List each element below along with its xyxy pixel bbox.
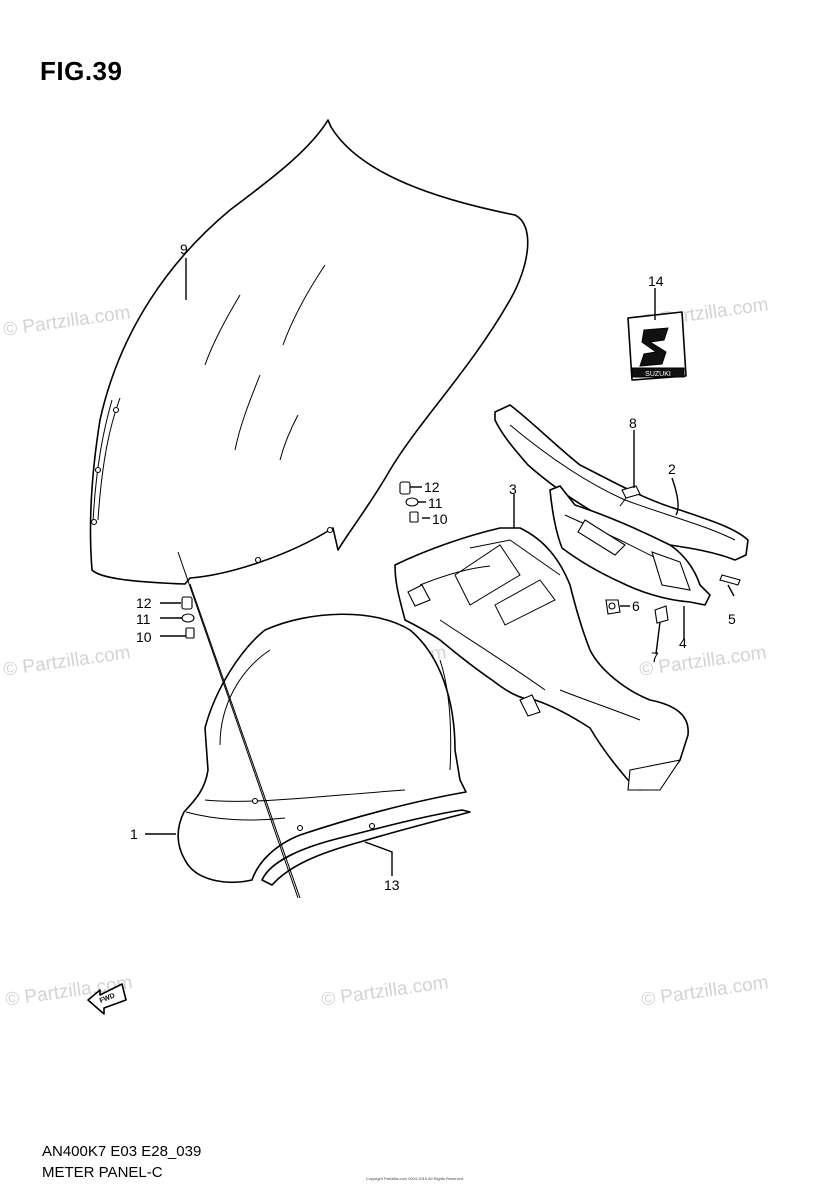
figure-title: FIG.39 bbox=[40, 56, 123, 86]
meter-panel-front-cover bbox=[177, 613, 467, 883]
screw-8 bbox=[619, 485, 641, 507]
clip-6 bbox=[605, 599, 621, 615]
callout-1: 1 bbox=[130, 826, 138, 842]
inner-meter-panel bbox=[394, 527, 689, 791]
diagram-code: AN400K7 E03 E28_039 bbox=[42, 1143, 202, 1160]
callout-6: 6 bbox=[632, 598, 640, 614]
callout-12-left: 12 bbox=[136, 595, 152, 611]
emblem-badge: SUZUKI bbox=[627, 311, 687, 381]
badge-text: SUZUKI bbox=[645, 371, 671, 378]
callout-4: 4 bbox=[679, 635, 687, 651]
callout-3: 3 bbox=[509, 481, 517, 497]
assembly-line bbox=[177, 551, 299, 899]
callout-5: 5 bbox=[728, 611, 736, 627]
callout-10-left: 10 bbox=[136, 629, 152, 645]
callout-12-right: 12 bbox=[424, 479, 440, 495]
lower-bracket bbox=[549, 485, 711, 606]
trim-strip bbox=[261, 809, 471, 886]
callout-14: 14 bbox=[648, 273, 664, 289]
callout-8: 8 bbox=[629, 415, 637, 431]
callout-10-right: 10 bbox=[432, 511, 448, 527]
callout-9: 9 bbox=[180, 241, 188, 257]
callout-11-left: 11 bbox=[136, 611, 151, 627]
fastener-set-right bbox=[399, 481, 419, 523]
callout-13: 13 bbox=[384, 877, 400, 893]
fastener-set-left bbox=[181, 596, 195, 639]
diagram-name: METER PANEL-C bbox=[42, 1164, 163, 1181]
callout-11-right: 11 bbox=[428, 495, 443, 511]
copyright-note: Copyright Partzilla.com 2004-2019 All Ri… bbox=[365, 1176, 465, 1181]
forward-arrow-icon: FWD bbox=[87, 983, 127, 1015]
callout-7: 7 bbox=[651, 649, 659, 665]
windscreen bbox=[89, 119, 529, 585]
nut-7 bbox=[654, 605, 669, 624]
callout-2: 2 bbox=[668, 461, 676, 477]
clip-5 bbox=[719, 574, 741, 586]
assembly-line bbox=[189, 583, 301, 899]
